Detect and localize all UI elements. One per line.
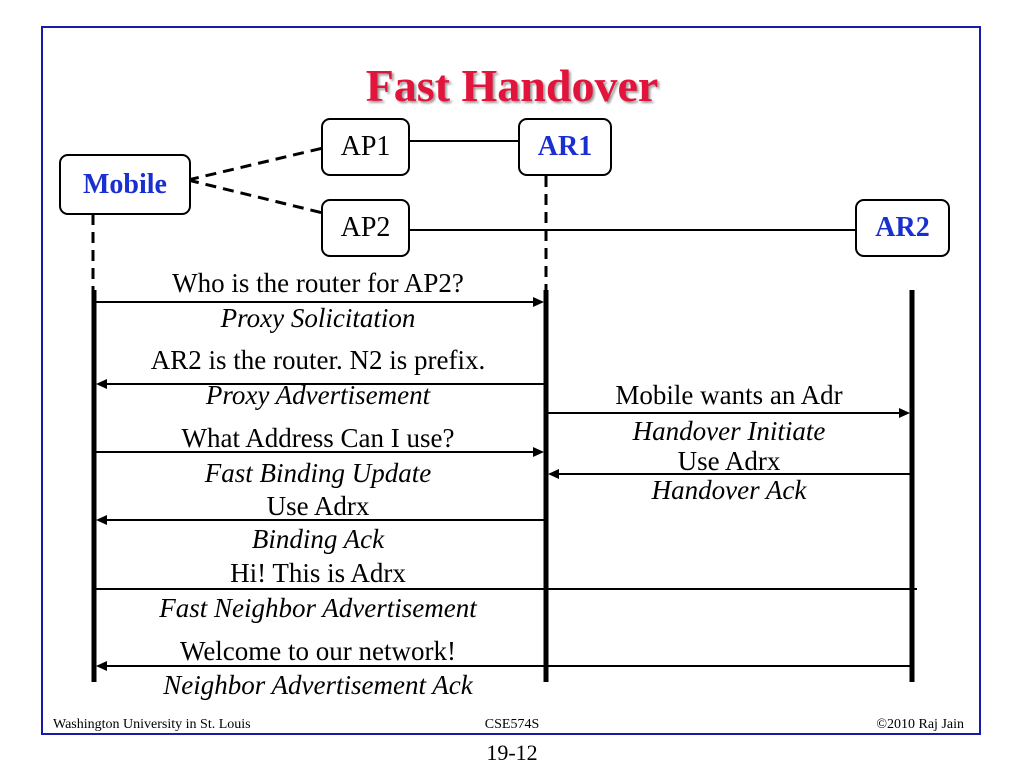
page-number: 19-12	[486, 740, 538, 765]
node-ar1: AR1	[518, 118, 612, 176]
wireless-link-mobile-ap2	[187, 178, 324, 215]
message-text-handover-ack: Use Adrx	[677, 446, 781, 476]
arrowhead-binding-ack	[96, 515, 107, 525]
message-name-handover-ack: Handover Ack	[651, 475, 807, 505]
message-text-fast-binding-update: What Address Can I use?	[181, 423, 455, 453]
arrowhead-handover-ack	[548, 469, 559, 479]
node-mobile: Mobile	[59, 154, 191, 215]
node-ap1: AP1	[321, 118, 410, 176]
message-text-proxy-solicitation: Who is the router for AP2?	[172, 268, 464, 298]
message-name-binding-ack: Binding Ack	[251, 524, 385, 554]
message-name-proxy-solicitation: Proxy Solicitation	[220, 303, 416, 333]
footer-right: ©2010 Raj Jain	[876, 717, 964, 732]
message-text-binding-ack: Use Adrx	[266, 491, 370, 521]
slide-frame	[41, 26, 981, 735]
message-text-proxy-advertisement: AR2 is the router. N2 is prefix.	[150, 345, 486, 375]
message-name-neighbor-advertisement-ack: Neighbor Advertisement Ack	[163, 670, 473, 700]
arrowhead-proxy-solicitation	[533, 297, 544, 307]
message-name-fast-neighbor-advertisement: Fast Neighbor Advertisement	[159, 593, 477, 623]
message-text-handover-initiate: Mobile wants an Adr	[615, 380, 843, 410]
arrowhead-neighbor-advertisement-ack	[96, 661, 107, 671]
arrowhead-proxy-advertisement	[96, 379, 107, 389]
footer-left: Washington University in St. Louis	[53, 717, 251, 732]
message-text-neighbor-advertisement-ack: Welcome to our network!	[180, 636, 456, 666]
message-name-handover-initiate: Handover Initiate	[632, 416, 826, 446]
message-name-proxy-advertisement: Proxy Advertisement	[205, 380, 431, 410]
message-name-fast-binding-update: Fast Binding Update	[204, 458, 432, 488]
node-ap2: AP2	[321, 199, 410, 257]
arrowhead-handover-initiate	[899, 408, 910, 418]
node-ar2: AR2	[855, 199, 950, 257]
wireless-link-mobile-ap1	[187, 146, 324, 182]
message-text-fast-neighbor-advertisement: Hi! This is Adrx	[230, 558, 406, 588]
slide-title: Fast Handover	[365, 60, 659, 111]
footer-center: CSE574S	[484, 717, 540, 732]
arrowhead-fast-binding-update	[533, 447, 544, 457]
